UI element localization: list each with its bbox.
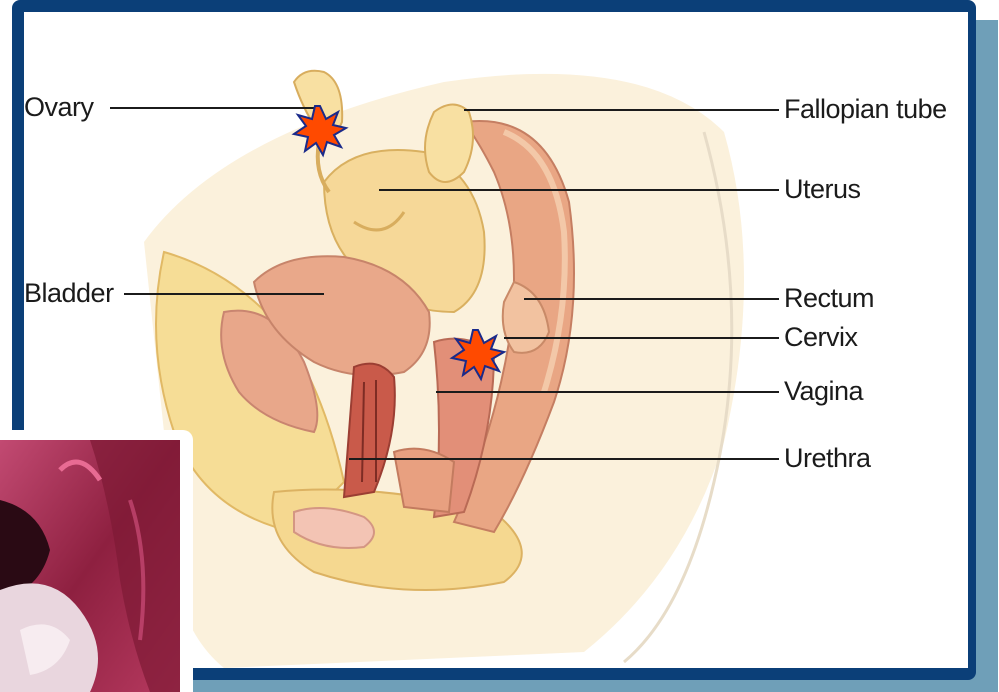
label-fallopian-tube: Fallopian tube: [784, 96, 947, 123]
label-cervix: Cervix: [784, 324, 858, 351]
label-rectum: Rectum: [784, 285, 874, 312]
label-urethra: Urethra: [784, 445, 871, 472]
label-bladder: Bladder: [24, 280, 114, 307]
label-uterus: Uterus: [784, 176, 861, 203]
label-ovary: Ovary: [24, 94, 94, 121]
inset-clinical-photo: [0, 440, 180, 692]
inset-photo-frame: [0, 430, 193, 692]
label-vagina: Vagina: [784, 378, 863, 405]
